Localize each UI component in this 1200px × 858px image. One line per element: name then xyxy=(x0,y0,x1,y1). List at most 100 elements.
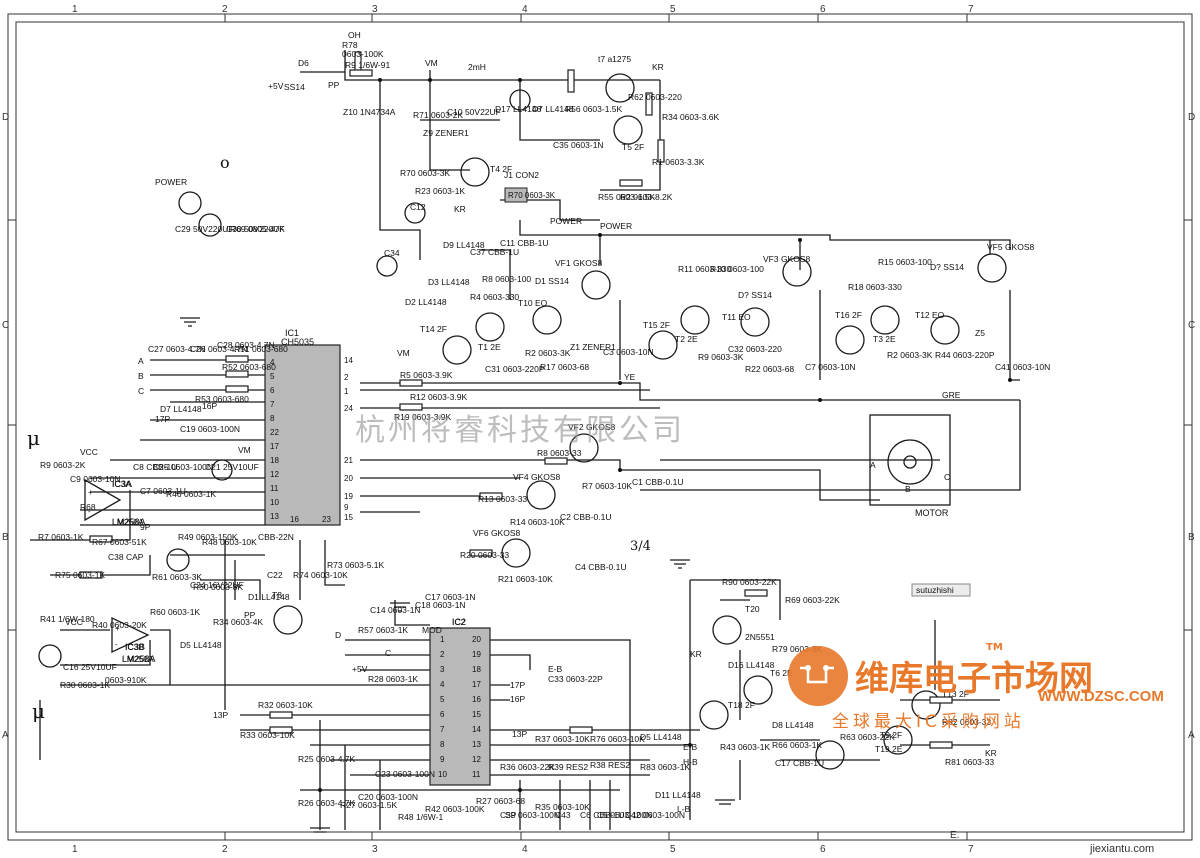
component-label-r2a: R2 0603-8.2K xyxy=(620,192,673,202)
ic2-pin: 17 xyxy=(472,680,481,689)
ic1-pin: 1 xyxy=(344,387,349,396)
component-label-c19: C19 0603-100N xyxy=(180,424,240,434)
component-label-t6: T6 2E xyxy=(770,668,793,678)
component-label-lm258a2: LM258A xyxy=(122,654,154,664)
zone-col-1-bottom: 1 xyxy=(72,844,78,855)
resistor-symbol xyxy=(399,403,423,411)
zone-col-5: 5 xyxy=(670,4,676,15)
ic2-pin: 9 xyxy=(440,755,445,764)
component-label-r74: R74 0603-10K xyxy=(293,570,348,580)
opamp-sign-minus: - xyxy=(115,640,118,649)
zone-row-c-right: C xyxy=(1188,320,1195,331)
component-label-r20: R20 0603-33 xyxy=(460,550,509,560)
component-label-d17: D17 LL4148 xyxy=(495,104,542,114)
component-label-r10: R10 0603-100 xyxy=(710,264,764,274)
component-label-vf5: VF5 GKOS8 xyxy=(987,242,1035,252)
component-label-t3: T3 2E xyxy=(873,334,896,344)
net-kr-2: KR xyxy=(652,62,664,72)
component-label-lm258a1: LM258A xyxy=(112,517,144,527)
component-label-r8: R8 0603-100 xyxy=(482,274,531,284)
junction-dot xyxy=(518,788,522,792)
mu-symbol-top: μ xyxy=(27,426,40,450)
component-label-d7: D7 LL4148 xyxy=(532,104,574,114)
ic1-ref: IC1 xyxy=(285,328,299,338)
component-label-t11: T11 EO xyxy=(722,312,751,322)
ic2-left-pins: 1 2 3 4 5 6 7 8 9 10 xyxy=(438,635,447,779)
mosfet-symbol xyxy=(977,253,1007,283)
component-label-r83: R83 0603-1K xyxy=(640,762,690,772)
component-label-r50: R50 0603-8K xyxy=(193,582,243,592)
zone-row-b: B xyxy=(2,532,9,543)
ic2-chip: IC2 1 2 3 4 5 6 7 8 9 10 20 19 18 17 16 … xyxy=(429,617,491,786)
ic2-pin: 16 xyxy=(472,695,481,704)
component-label-ic3a: IC3A xyxy=(112,479,131,489)
motor-symbol xyxy=(887,439,933,485)
component-label-d5b: D5 LL4148 xyxy=(640,732,682,742)
component-label-r90: R90 0603-22K xyxy=(722,577,777,587)
ic1-pin: 14 xyxy=(344,356,353,365)
component-label-c27: C27 0603-4.7N xyxy=(148,344,206,354)
ic1-pin: 13 xyxy=(270,512,279,521)
net-power-left: POWER xyxy=(155,177,187,187)
ic1-pin: 4 xyxy=(270,358,275,367)
transistor-symbol xyxy=(712,615,742,645)
component-label-c3: C3 0603-10N xyxy=(603,347,654,357)
junction-dot xyxy=(618,468,622,472)
resistor-symbol xyxy=(567,69,575,93)
component-label-z9: Z9 ZENER1 xyxy=(423,128,469,138)
component-label-t12: T12 EO xyxy=(915,310,945,320)
component-label-r78v: 0603-100K xyxy=(342,49,384,59)
component-label-r25: R25 0603-4.7K xyxy=(298,754,356,764)
net-ye: YE xyxy=(624,372,636,382)
transistor-symbol xyxy=(680,305,710,335)
component-label-r32: R32 0603-10K xyxy=(258,700,313,710)
ic2-pin: 10 xyxy=(438,770,447,779)
component-label-r7b: R7 0603-10K xyxy=(582,481,632,491)
net-13p: 13P xyxy=(213,710,228,720)
wiring xyxy=(30,50,1021,830)
opamp-sign-plus: + xyxy=(88,488,93,497)
component-label-r8b: R8 0603-33 xyxy=(537,448,582,458)
ic1-chip: IC1 CH5035 4 5 6 7 8 22 17 18 12 11 10 1… xyxy=(264,328,353,526)
ic1-left-pins: 4 5 6 7 8 22 17 18 12 11 10 13 xyxy=(270,358,279,521)
resistor-symbol xyxy=(744,589,768,597)
junction-dot xyxy=(798,238,802,242)
ic2-pin: 13 xyxy=(472,740,481,749)
j1-pins: R70 0603-3K xyxy=(508,191,556,200)
resistor-symbol xyxy=(89,535,113,543)
omicron-symbol: o xyxy=(220,153,230,172)
transistor-symbol xyxy=(605,73,635,103)
component-label-c18: C18 0603-1N xyxy=(415,600,466,610)
net-vm-mid: VM xyxy=(397,348,410,358)
component-label-r9b: R9 0603-2K xyxy=(40,460,86,470)
zone-col-3-bottom: 3 xyxy=(372,844,378,855)
junction-dot xyxy=(818,398,822,402)
net-16p: 16P xyxy=(202,401,217,411)
sutuzhishi-label: sutuzhishi xyxy=(916,585,954,595)
component-label-t5: T5 2F xyxy=(622,142,644,152)
component-label-r28: R28 0603-1K xyxy=(368,674,418,684)
component-label-l2mh: 2mH xyxy=(468,62,486,72)
component-label-c4: C4 CBB-0.1U xyxy=(575,562,627,572)
component-label-d3: D3 LL4148 xyxy=(428,277,470,287)
component-label-vf3: VF3 GKOS8 xyxy=(763,254,811,264)
resistor-symbol xyxy=(269,726,293,734)
capacitor-symbol xyxy=(211,459,233,481)
component-label-r53: R53 0603-680 xyxy=(195,394,249,404)
net-eb-1: E-B xyxy=(548,664,563,674)
ic1-right-pins: 14 2 1 24 21 20 19 9 15 xyxy=(344,356,353,522)
resistor-symbol xyxy=(479,492,503,500)
dzsc-logo: 维库电子市场网 TM WWW.DZSC.COM 全球最大IC采购网站 xyxy=(788,642,1164,732)
junction-dot xyxy=(1008,378,1012,382)
component-label-ss14c: D? SS14 xyxy=(930,262,964,272)
component-label-t15: T15 2F xyxy=(643,320,670,330)
component-label-r40: R40 0603-20K xyxy=(92,620,147,630)
component-label-vf6: VF6 GKOS8 xyxy=(473,528,521,538)
component-label-r35: R35 0603-10K xyxy=(535,802,590,812)
component-label-r27b: R27 0603-68 xyxy=(476,796,525,806)
zone-col-4-bottom: 4 xyxy=(522,844,528,855)
component-label-r37: R37 0603-10K xyxy=(535,734,590,744)
component-label-r67: R67 0603-51K xyxy=(92,537,147,547)
component-label-r910: 0603-910K xyxy=(105,675,147,685)
component-label-r70: R70 0603-3K xyxy=(400,168,450,178)
